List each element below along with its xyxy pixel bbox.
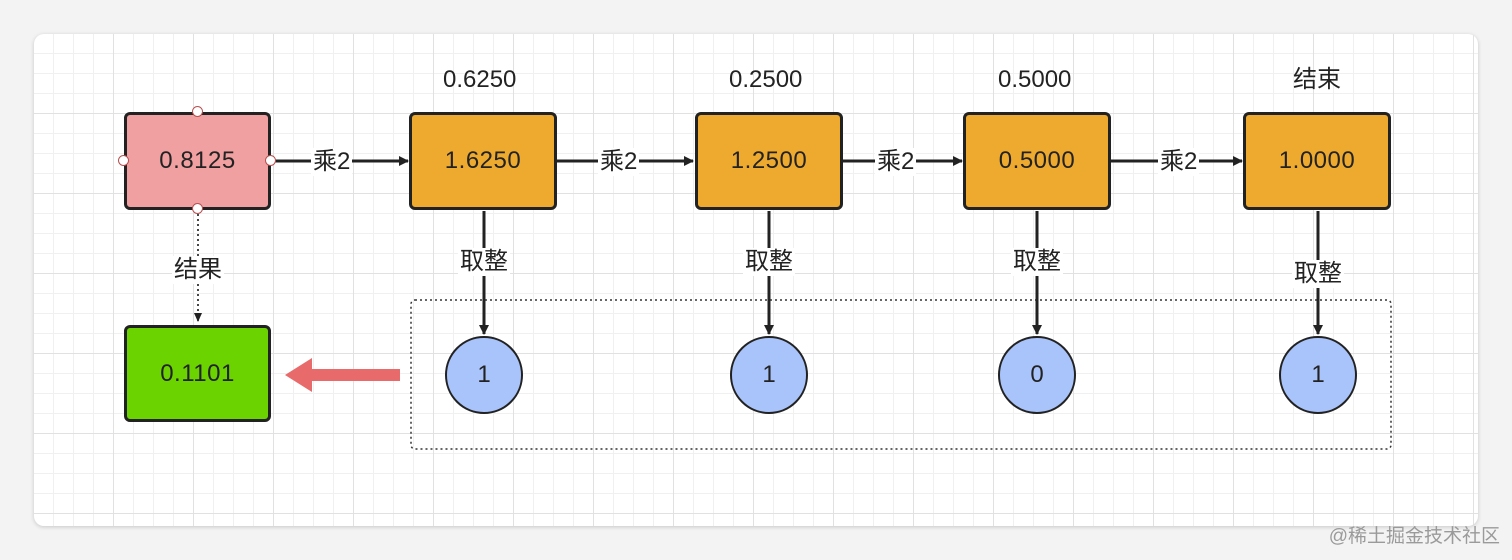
- start-node-handle-right[interactable]: [265, 155, 276, 166]
- step-node-4[interactable]: 1.0000: [1243, 112, 1391, 210]
- step-node-3-value: 0.5000: [998, 147, 1076, 174]
- result-edge-label: 结果: [172, 256, 224, 284]
- start-node-handle-top[interactable]: [192, 106, 203, 117]
- floor-label-1: 取整: [458, 248, 510, 276]
- start-node-value: 0.8125: [159, 147, 236, 174]
- digit-node-1[interactable]: 1: [445, 336, 523, 414]
- watermark: @稀土掘金技术社区: [1328, 526, 1500, 547]
- collect-arrow-head: [285, 358, 312, 392]
- step-node-1-value: 1.6250: [444, 147, 522, 174]
- digit-node-4-value: 1: [1311, 361, 1325, 388]
- digit-node-3[interactable]: 0: [998, 336, 1076, 414]
- edge-label-3: 乘2: [875, 148, 917, 176]
- digit-node-2[interactable]: 1: [730, 336, 808, 414]
- step-4-top-label: 结束: [1293, 66, 1341, 93]
- digit-node-1-value: 1: [477, 361, 491, 388]
- edge-label-2: 乘2: [598, 148, 640, 176]
- step-2-top-label: 0.2500: [729, 66, 803, 93]
- digit-node-3-value: 0: [1030, 361, 1044, 388]
- step-3-top-label: 0.5000: [998, 66, 1072, 93]
- result-node-value: 0.1101: [160, 359, 235, 387]
- step-node-4-value: 1.0000: [1278, 147, 1356, 174]
- step-node-3[interactable]: 0.5000: [963, 112, 1111, 210]
- step-node-2-value: 1.2500: [730, 147, 808, 174]
- step-node-2[interactable]: 1.2500: [695, 112, 843, 210]
- digit-node-4[interactable]: 1: [1279, 336, 1357, 414]
- start-node[interactable]: 0.8125: [124, 112, 271, 210]
- floor-label-2: 取整: [743, 248, 795, 276]
- result-node[interactable]: 0.1101: [124, 325, 271, 422]
- floor-label-4: 取整: [1292, 260, 1344, 288]
- start-node-handle-bottom[interactable]: [192, 203, 203, 214]
- step-node-1[interactable]: 1.6250: [409, 112, 557, 210]
- start-node-handle-left[interactable]: [118, 155, 129, 166]
- edge-label-1: 乘2: [311, 148, 353, 176]
- edge-label-4: 乘2: [1158, 148, 1200, 176]
- digits-group-frame: [410, 299, 1392, 450]
- digit-node-2-value: 1: [762, 361, 776, 388]
- step-1-top-label: 0.6250: [443, 66, 517, 93]
- floor-label-3: 取整: [1011, 248, 1063, 276]
